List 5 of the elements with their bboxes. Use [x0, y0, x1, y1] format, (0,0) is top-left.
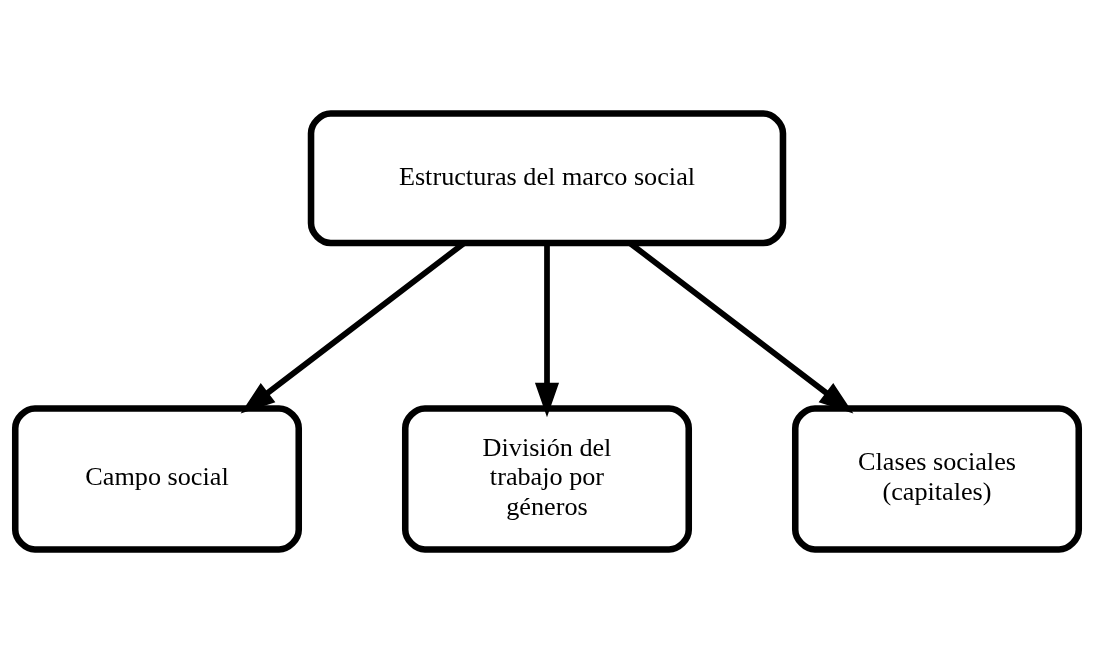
node-box: División del trabajo por géneros	[401, 405, 693, 553]
node-box: Clases sociales (capitales)	[792, 405, 1083, 553]
node-box: Estructuras del marco social	[307, 110, 787, 247]
arrow	[534, 243, 560, 418]
node-box: Campo social	[11, 405, 302, 553]
